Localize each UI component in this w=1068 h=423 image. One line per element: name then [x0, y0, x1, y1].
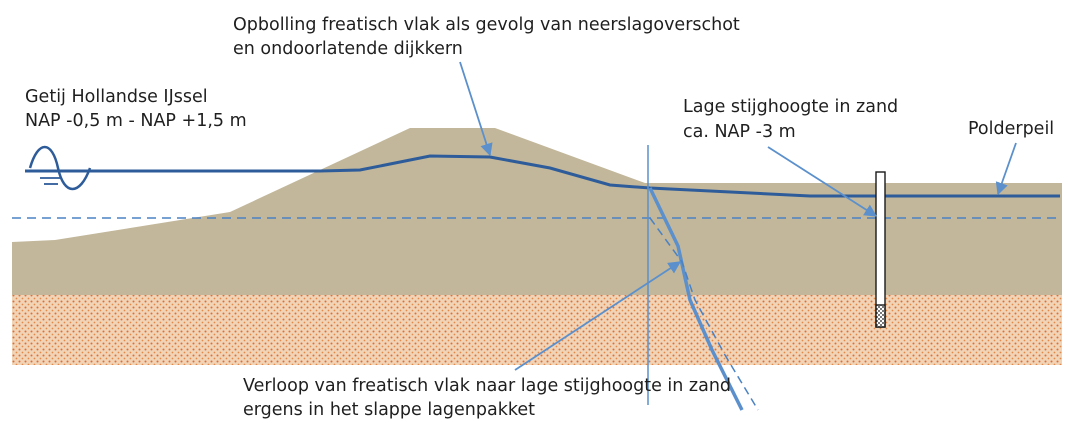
label-opbolling-line1: Opbolling freatisch vlak als gevolg van … [233, 15, 740, 35]
label-lage-stijghoogte-line1: Lage stijghoogte in zand [683, 97, 898, 117]
sand-layer [12, 294, 1062, 365]
label-polderpeil: Polderpeil [968, 119, 1054, 139]
arrow-opbolling [459, 61, 493, 157]
label-verloop-line1: Verloop van freatisch vlak naar lage sti… [243, 376, 731, 396]
clay-layer-dike-body [12, 128, 1062, 295]
arrow-polderpeil [995, 142, 1017, 196]
label-lage-stijghoogte-line2: ca. NAP -3 m [683, 122, 796, 142]
label-verloop-line2: ergens in het slappe lagenpakket [243, 400, 535, 420]
label-getij-line2: NAP -0,5 m - NAP +1,5 m [25, 111, 247, 131]
tide-wave-icon [28, 146, 92, 190]
label-opbolling-line2: en ondoorlatende dijkkern [233, 39, 463, 59]
phreatic-surface-line [25, 154, 1060, 198]
phreatic-transition-curve [648, 187, 744, 411]
label-getij-line1: Getij Hollandse IJssel [25, 87, 208, 107]
piezometer-tube-icon [875, 171, 886, 328]
phreatic-transition-curve-dashed [649, 217, 759, 411]
arrow-verloop [514, 261, 682, 371]
arrow-lage-stijghoogte [767, 146, 878, 217]
